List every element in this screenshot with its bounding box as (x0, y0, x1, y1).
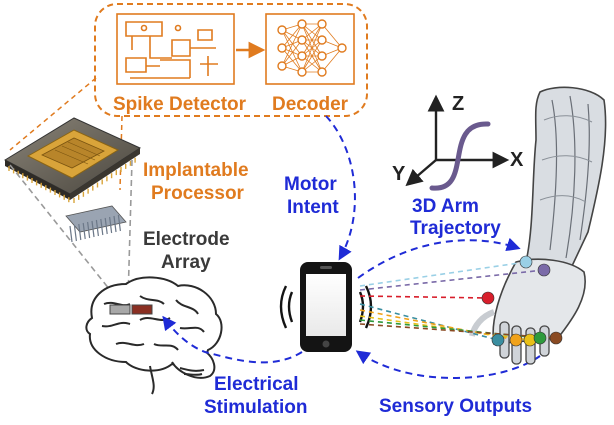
decoder-label: Decoder (272, 94, 349, 115)
command-to-arm-arrow (357, 237, 521, 279)
trajectory-label-line1: 3D Arm (412, 196, 479, 217)
sensor-lines (359, 261, 557, 341)
sensor-dot (519, 255, 533, 269)
sensor-dots (481, 255, 563, 347)
electrode-implant-grey (109, 304, 131, 315)
axis-x-label: X (510, 149, 524, 171)
sensor-line (359, 295, 489, 299)
processor-block-outline (94, 3, 368, 117)
neural-network-icon (265, 13, 355, 85)
sensory-output-arrow (355, 350, 541, 379)
implantable-label-line1: Implantable (143, 160, 249, 181)
sensory-outputs-label: Sensory Outputs (379, 396, 532, 417)
sensor-line (359, 261, 527, 287)
zoom-line-left (9, 77, 97, 151)
sensor-dot (481, 291, 495, 305)
sensor-line (359, 319, 541, 339)
sensor-line (359, 323, 557, 339)
sensor-dot (549, 331, 563, 345)
axis-z-label: Z (452, 93, 464, 115)
sensor-dot (491, 333, 505, 347)
sensor-dot (509, 333, 523, 347)
spike-detector-label: Spike Detector (113, 94, 247, 115)
sensor-dot (533, 331, 547, 345)
implantable-label-line2: Processor (151, 183, 245, 204)
trajectory-label-line2: Trajectory (410, 218, 501, 239)
robotic-arm-icon (469, 86, 607, 365)
stimulation-label-line2: Stimulation (204, 397, 307, 418)
electrode-label-line1: Electrode (143, 229, 230, 250)
motor-intent-label-line2: Intent (287, 197, 339, 218)
axis-y-label: Y (392, 163, 406, 185)
electrode-label-line2: Array (161, 252, 211, 273)
electrode-zoom-line-left (9, 164, 119, 301)
sensor-dot (537, 263, 551, 277)
sensor-line (359, 303, 499, 341)
stimulation-arrow (162, 315, 303, 364)
trajectory-axes (405, 94, 510, 191)
electrode-zoom-line-right (127, 159, 133, 301)
sensor-line (359, 269, 545, 291)
motor-intent-arrow (325, 115, 356, 261)
stimulation-label-line1: Electrical (214, 374, 299, 395)
brain-icon (85, 276, 223, 395)
trajectory-curve (429, 121, 491, 191)
smartphone-icon (279, 262, 373, 352)
motor-intent-label-line1: Motor (284, 174, 337, 195)
processor-chip-icon (3, 117, 142, 203)
electrode-implant-red (131, 304, 153, 315)
electrode-array-icon (65, 205, 127, 243)
circuit-icon (116, 13, 235, 85)
